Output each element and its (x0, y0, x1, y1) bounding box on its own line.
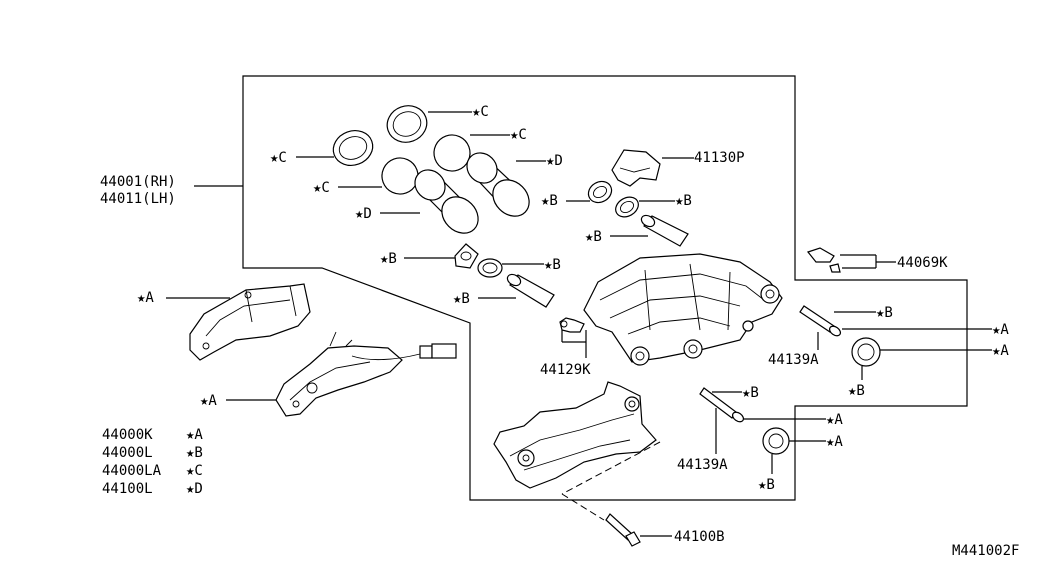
pad-wear-sensor-wire (351, 343, 457, 361)
caliper-lh-label: 44011(LH) (100, 191, 176, 207)
label-44139a-upper: 44139A (768, 352, 819, 368)
boot-upper-right (615, 196, 639, 218)
callout-b-bolt-lower: ★B (742, 385, 759, 401)
callout-d-left: ★D (355, 206, 372, 222)
label-44139a-lower: 44139A (677, 457, 728, 473)
mount-center-line (561, 441, 661, 495)
callout-b-cap-lower: ★B (758, 477, 775, 493)
callout-c-left: ★C (270, 150, 287, 166)
legend-part-a: 44000K (102, 427, 153, 443)
callout-b-seal-right: ★B (544, 257, 561, 273)
label-44100b: 44100B (674, 529, 725, 545)
callout-b-seal-left: ★B (380, 251, 397, 267)
pin-seal-left (454, 243, 479, 269)
piston-seal-left (332, 130, 374, 166)
piston-right (466, 152, 530, 217)
piston-seal-top (386, 105, 428, 143)
bleeder-screw (559, 317, 585, 333)
legend-part-c: 44000LA (102, 463, 162, 479)
legend-mark-c: ★C (186, 463, 203, 479)
callout-b-boot-right: ★B (675, 193, 692, 209)
label-44129k: 44129K (540, 362, 591, 378)
label-44069k: 44069K (897, 255, 948, 271)
callout-a-cap-upper: ★A (992, 343, 1009, 359)
boot-upper-left (587, 180, 613, 204)
callout-b-pin-upper: ★B (585, 229, 602, 245)
slide-pin-lower (506, 273, 555, 308)
callout-c-top: ★C (472, 104, 489, 120)
piston-ring-mid (433, 134, 471, 172)
callout-b-bolt-upper: ★B (876, 305, 893, 321)
legend-mark-b: ★B (186, 445, 203, 461)
callout-a-pad-upper: ★A (137, 290, 154, 306)
piston-left (414, 169, 479, 234)
callout-b-boot-left: ★B (541, 193, 558, 209)
caliper-mount-bracket (493, 381, 657, 489)
mount-bolt (605, 513, 641, 547)
dust-cap-lower (762, 427, 790, 455)
legend-part-b: 44000L (102, 445, 153, 461)
caliper-rh-label: 44001(RH) (100, 174, 176, 190)
callout-c-lower: ★C (313, 180, 330, 196)
piston-ring-lower (381, 157, 419, 195)
callout-a-bolt-lower: ★A (826, 412, 843, 428)
legend-mark-d: ★D (186, 481, 203, 497)
callout-d-right: ★D (546, 153, 563, 169)
legend-mark-a: ★A (186, 427, 203, 443)
caliper-body (583, 253, 783, 366)
pin-seal-right (477, 258, 503, 278)
guide-bolt-lower (699, 387, 745, 423)
callout-a-pad-lower: ★A (200, 393, 217, 409)
label-41130p: 41130P (694, 150, 745, 166)
assembly-frame (242, 75, 968, 501)
slide-pin-upper (640, 214, 689, 247)
diagram-code: M441002F (952, 543, 1019, 559)
pad-retainer-clip (611, 149, 661, 187)
brake-pad-lower (275, 331, 403, 417)
callout-a-bolt-upper: ★A (992, 322, 1009, 338)
wear-sensor (806, 247, 841, 273)
legend-part-d: 44100L (102, 481, 153, 497)
guide-bolt-upper (799, 305, 842, 337)
callout-a-cap-lower: ★A (826, 434, 843, 450)
kit-legend: 44000K ★A 44000L ★B 44000LA ★C 44100L ★D (102, 427, 203, 497)
dust-cap-upper (851, 337, 881, 367)
brake-pad-upper (189, 283, 311, 361)
callout-b-pin-lower: ★B (453, 291, 470, 307)
callout-b-cap-upper: ★B (848, 383, 865, 399)
callout-c-mid: ★C (510, 127, 527, 143)
